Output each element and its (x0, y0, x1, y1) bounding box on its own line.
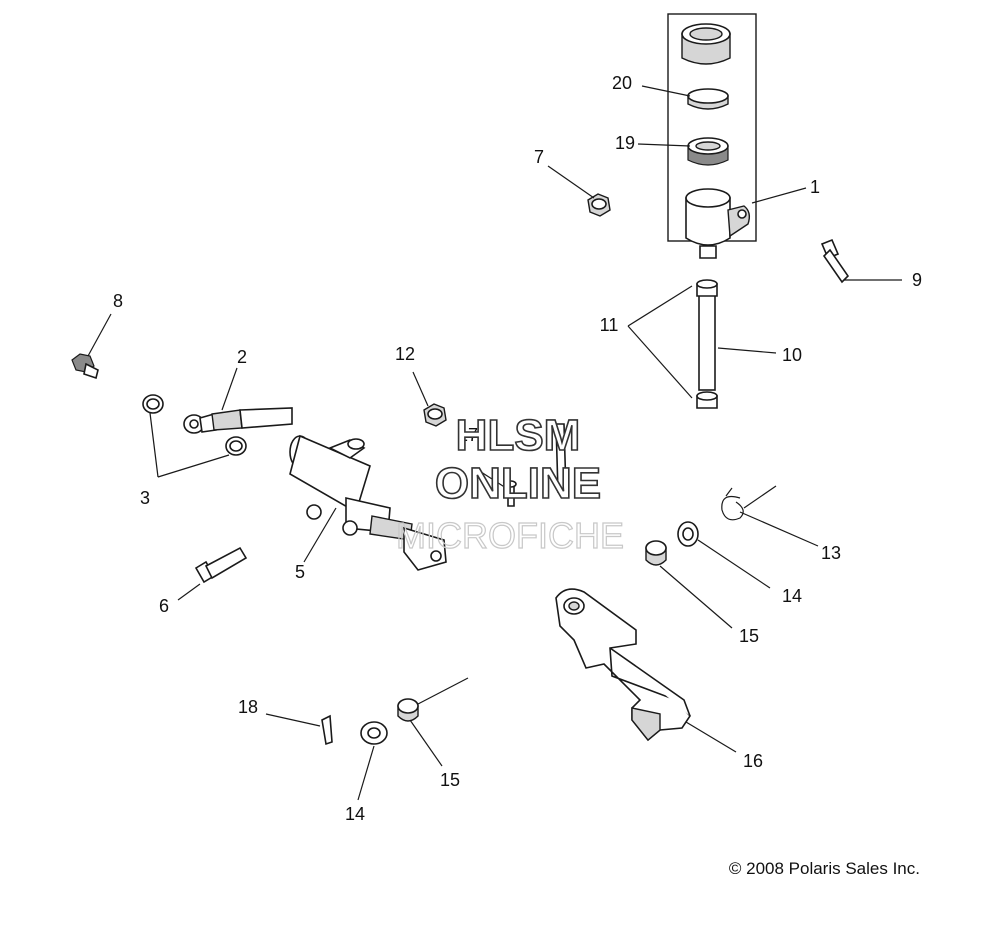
hose-part-10 (698, 286, 716, 391)
washer-part-3-lower (225, 436, 247, 456)
callout-14-left: 14 (345, 804, 365, 824)
watermark-line-2: ONLINE (435, 459, 601, 508)
pushrod-part-4 (555, 423, 567, 493)
diaphragm-part-19 (687, 137, 729, 166)
callout-14-right: 14 (782, 586, 802, 606)
bushing-part-15-lower (397, 698, 419, 722)
callout-7: 7 (534, 147, 544, 167)
leader-lines (87, 85, 902, 801)
bolt-part-6 (194, 546, 248, 584)
callout-9: 9 (912, 270, 922, 290)
callout-labels: 1 2 3 5 6 7 8 9 10 11 12 13 14 14 15 15 … (113, 73, 922, 824)
reservoir-body-part-1 (685, 188, 751, 259)
callout-20: 20 (612, 73, 632, 93)
callout-12: 12 (395, 344, 415, 364)
nut-part-12 (423, 403, 447, 427)
callout-16: 16 (743, 751, 763, 771)
clamp-part-11-bottom (696, 391, 718, 409)
watermark-line-3: MICROFICHE (396, 515, 624, 556)
clevis-pin-part-17 (505, 480, 517, 507)
callout-10: 10 (782, 345, 802, 365)
washer-part-3-upper (142, 394, 164, 414)
spring-part-13 (721, 487, 744, 521)
callout-8: 8 (113, 291, 123, 311)
callout-11: 11 (600, 315, 619, 335)
watermark: HLSM ONLINE MICROFICHE (395, 410, 624, 556)
callout-6: 6 (159, 596, 169, 616)
callout-18: 18 (238, 697, 258, 717)
callout-2: 2 (237, 347, 247, 367)
master-cylinder-part-5 (289, 434, 447, 571)
bushing-part-15-upper (645, 540, 667, 566)
callout-17: 17 (458, 425, 478, 445)
banjo-bolt-part-8 (71, 353, 99, 380)
brake-line-part-2 (183, 407, 293, 434)
bolt-part-9 (820, 238, 850, 284)
nut-part-7 (587, 193, 611, 217)
reservoir-cap (681, 23, 731, 65)
diaphragm-plate-part-20 (687, 88, 729, 110)
brake-pedal-part-16 (555, 588, 692, 742)
cotter-pin-part-18 (321, 714, 333, 746)
callout-13: 13 (821, 543, 841, 563)
callout-1: 1 (810, 177, 820, 197)
copyright-notice: © 2008 Polaris Sales Inc. (729, 859, 920, 878)
washer-part-14-lower (360, 721, 388, 745)
callout-15-left: 15 (440, 770, 460, 790)
reservoir-assembly-group (667, 13, 757, 259)
callout-5: 5 (295, 562, 305, 582)
clamp-part-11-top (696, 279, 718, 297)
callout-3: 3 (140, 488, 150, 508)
callout-15-right: 15 (739, 626, 759, 646)
callout-19: 19 (615, 133, 635, 153)
watermark-line-1: HLSM (456, 411, 581, 460)
washer-part-14-upper (677, 521, 699, 547)
